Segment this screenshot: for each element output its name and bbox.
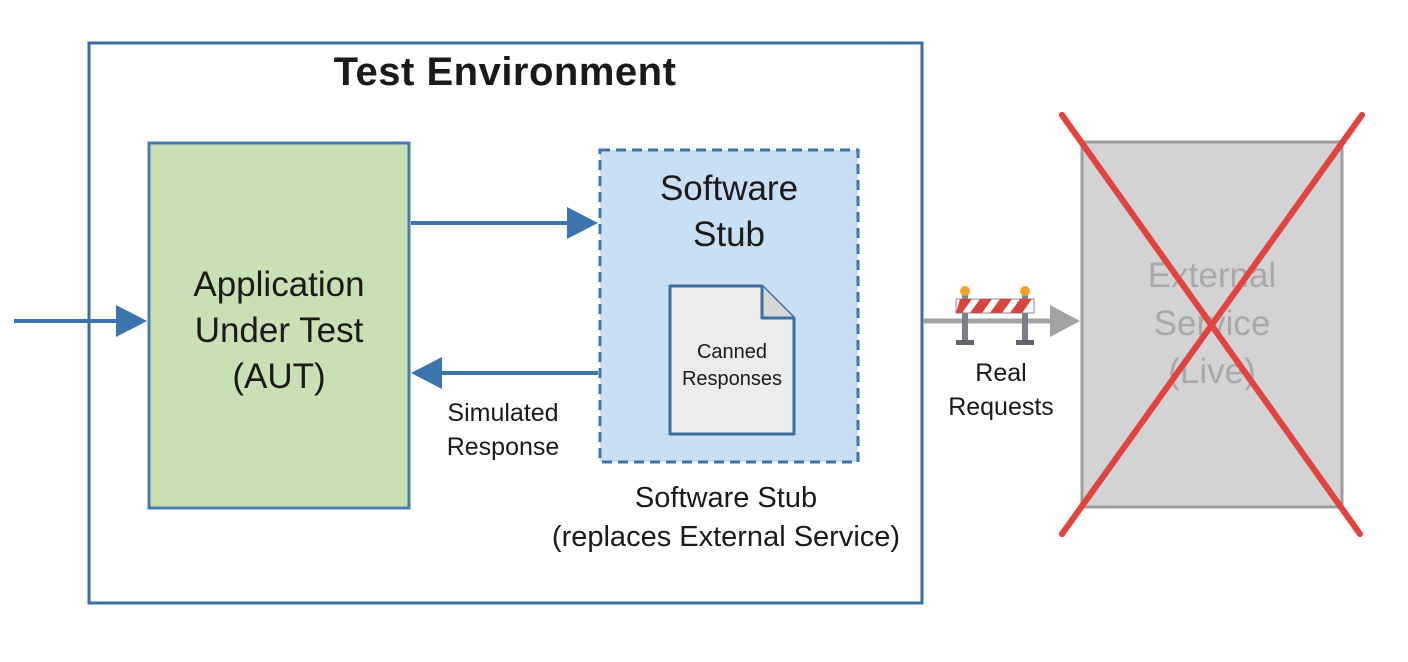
- aut-box: [147, 141, 411, 510]
- test-environment-title: Test Environment: [333, 50, 677, 94]
- simulated-response-arrow: [411, 357, 598, 389]
- software-stub-caption-line: (replaces External Service): [551, 521, 901, 553]
- simulated-response-label: Simulated Response: [420, 396, 586, 464]
- real-requests-label: Real Requests: [928, 356, 1074, 424]
- aut-label-line: Application: [193, 265, 365, 304]
- canned-responses-document-icon: [668, 284, 796, 436]
- simulated-response-line: Response: [446, 433, 560, 461]
- software-stub-caption-line: Software Stub: [634, 482, 818, 514]
- road-barrier-icon: [955, 286, 1035, 345]
- canned-responses-line: Responses: [681, 368, 783, 390]
- canned-responses-label: Canned Responses: [668, 339, 796, 393]
- real-requests-line: Requests: [948, 393, 1054, 421]
- software-stub-title: Software Stub: [600, 166, 858, 258]
- external-service-line: External: [1147, 256, 1277, 295]
- aut-label: Application Under Test (AUT): [150, 262, 408, 400]
- real-requests-line: Real: [975, 359, 1027, 387]
- canned-responses-line: Canned: [696, 341, 768, 363]
- external-service-line: Service: [1153, 304, 1271, 343]
- incoming-arrow: [14, 305, 147, 337]
- request-arrow: [411, 207, 598, 239]
- software-stub-title-line: Stub: [693, 215, 765, 254]
- simulated-response-line: Simulated: [447, 399, 559, 427]
- software-stub-title-line: Software: [659, 169, 799, 208]
- aut-label-line: (AUT): [232, 357, 326, 396]
- software-stub-caption: Software Stub (replaces External Service…: [500, 479, 952, 557]
- document-fold-icon: [760, 286, 794, 320]
- external-service-label: External Service (Live): [1082, 252, 1342, 396]
- aut-label-line: Under Test: [194, 311, 364, 350]
- external-service-line: (Live): [1168, 352, 1256, 391]
